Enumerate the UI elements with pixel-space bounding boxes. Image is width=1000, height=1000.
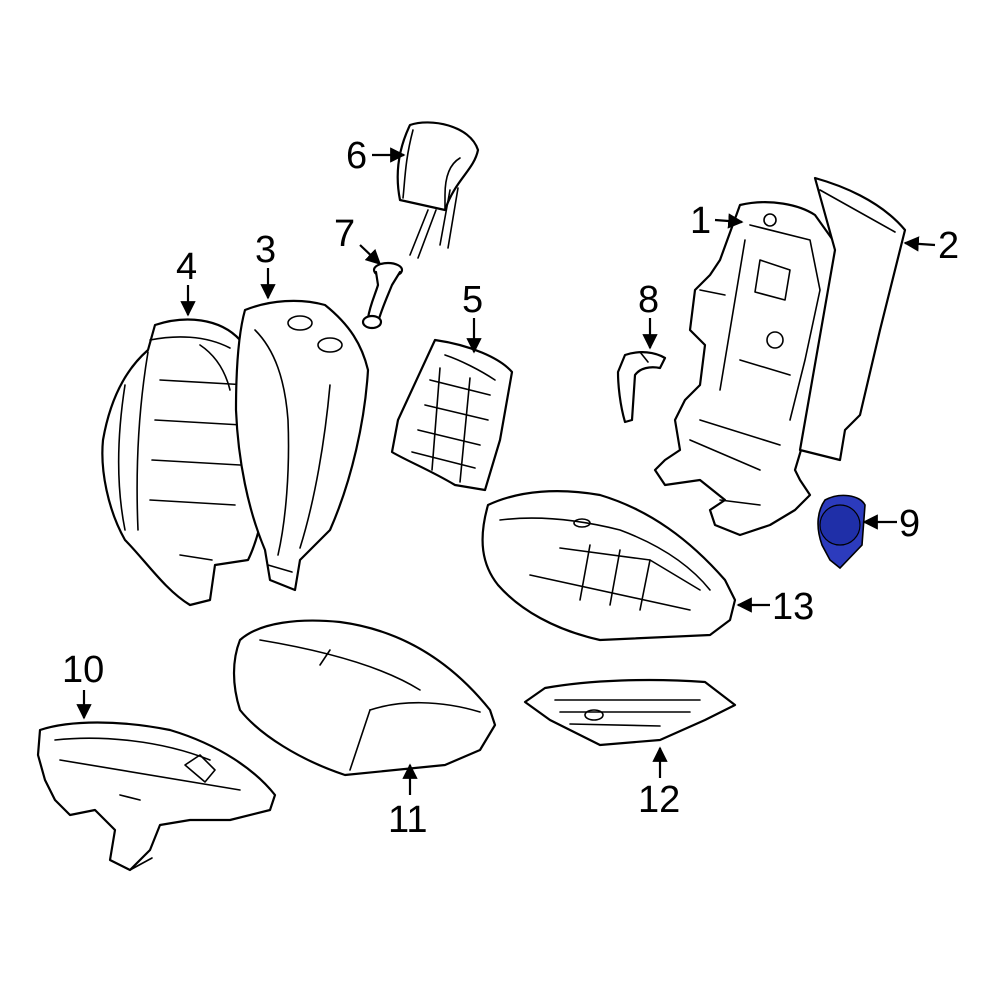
part-2-back-panel[interactable]	[798, 176, 907, 462]
part-6-headrest[interactable]	[396, 121, 480, 259]
callout-7: 7	[334, 213, 355, 255]
callout-9: 9	[899, 503, 920, 545]
callout-5: 5	[462, 279, 483, 321]
callout-11: 11	[388, 799, 427, 841]
part-9-cover-cap[interactable]	[817, 494, 866, 570]
callout-4: 4	[176, 246, 197, 288]
part-1-back-frame[interactable]	[653, 201, 842, 537]
part-5-heating-pad[interactable]	[390, 338, 514, 492]
callout-6: 6	[346, 135, 367, 177]
part-3-back-pad[interactable]	[234, 299, 370, 592]
leader-1	[714, 213, 744, 229]
callout-3: 3	[255, 229, 276, 271]
part-12-cushion-heater[interactable]	[523, 678, 737, 747]
callout-2: 2	[938, 225, 959, 267]
part-11-cushion-pad[interactable]	[232, 619, 497, 777]
part-8-bracket[interactable]	[616, 351, 667, 424]
callout-13: 13	[772, 586, 814, 628]
leader-7	[359, 244, 382, 266]
part-4-back-cover[interactable]	[101, 318, 274, 607]
callout-10: 10	[62, 649, 104, 691]
part-7-guide-sleeve[interactable]	[361, 261, 404, 330]
callout-12: 12	[638, 779, 680, 821]
callout-1: 1	[690, 200, 711, 242]
part-10-cushion-frame[interactable]	[36, 721, 277, 872]
leader-2	[903, 236, 936, 252]
callout-8: 8	[638, 279, 659, 321]
part-13-cushion-cover[interactable]	[481, 490, 737, 642]
